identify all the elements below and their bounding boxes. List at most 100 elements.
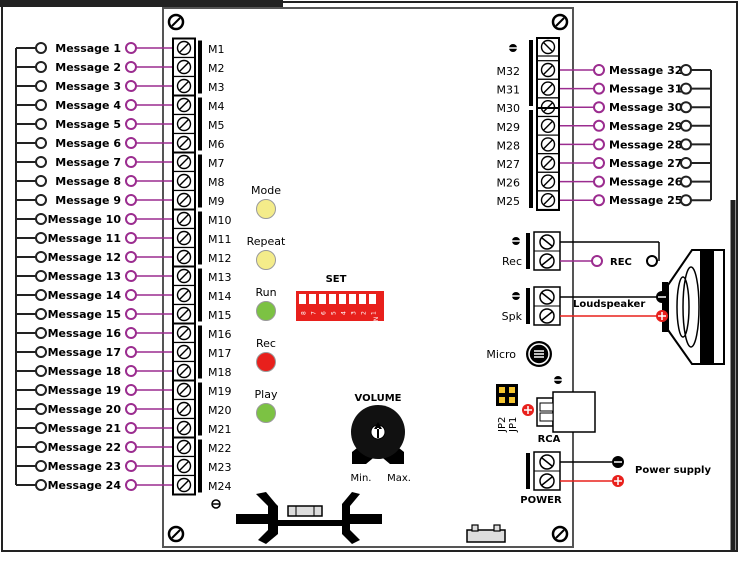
message-label: Message 24 — [48, 479, 122, 492]
output-contact[interactable] — [680, 157, 692, 169]
message-label: Message 31 — [609, 83, 682, 96]
message-contact[interactable] — [125, 99, 137, 111]
message-contact[interactable] — [125, 232, 137, 244]
output-contact[interactable] — [680, 101, 692, 114]
message-contact[interactable] — [593, 101, 605, 114]
input-contact[interactable] — [35, 289, 47, 301]
message-contact[interactable] — [125, 289, 137, 301]
input-contact[interactable] — [35, 422, 47, 434]
indicator-lamp — [256, 199, 276, 219]
dip-lever[interactable] — [369, 294, 376, 304]
output-contact[interactable] — [680, 194, 692, 207]
terminal-label: M5 — [208, 119, 225, 132]
terminal-label: M18 — [208, 366, 232, 379]
message-contact[interactable] — [125, 251, 137, 263]
message-contact[interactable] — [125, 42, 137, 54]
message-contact[interactable] — [593, 119, 605, 132]
indicator-led: Repeat — [247, 235, 286, 270]
message-contact[interactable] — [593, 157, 605, 169]
terminal-label: M24 — [208, 480, 232, 493]
input-contact[interactable] — [35, 232, 47, 244]
input-contact[interactable] — [35, 251, 47, 263]
input-contact[interactable] — [35, 365, 47, 377]
message-contact[interactable] — [125, 479, 137, 491]
indicator-label: Rec — [256, 337, 276, 350]
dip-lever[interactable] — [299, 294, 306, 304]
jp1-label: JP1 — [508, 417, 519, 433]
message-contact[interactable] — [125, 441, 137, 453]
message-contact[interactable] — [125, 460, 137, 472]
message-contact[interactable] — [125, 118, 137, 130]
message-contact[interactable] — [125, 194, 137, 206]
dip-on-label: ON — [373, 317, 380, 326]
message-contact[interactable] — [125, 80, 137, 92]
message-contact[interactable] — [593, 138, 605, 151]
input-contact[interactable] — [35, 327, 47, 339]
message-label: Message 9 — [55, 194, 121, 207]
input-contact[interactable] — [35, 441, 47, 453]
outer-frame — [1, 1, 738, 552]
input-contact[interactable] — [35, 80, 47, 92]
jumpers[interactable]: JP2 JP1 — [496, 384, 519, 433]
message-contact[interactable] — [125, 270, 137, 282]
message-contact[interactable] — [125, 137, 137, 149]
message-contact[interactable] — [125, 327, 137, 339]
input-contact[interactable] — [35, 137, 47, 149]
input-contact[interactable] — [35, 118, 47, 130]
message-contact[interactable] — [593, 82, 605, 95]
left-message-row: Message 5 — [16, 118, 173, 131]
input-contact[interactable] — [35, 175, 47, 187]
output-contact[interactable] — [680, 138, 692, 151]
dip-lever[interactable] — [329, 294, 336, 304]
message-contact[interactable] — [125, 213, 137, 225]
screw-slot — [179, 195, 189, 205]
message-label: Message 18 — [48, 365, 121, 378]
dip-lever[interactable] — [359, 294, 366, 304]
message-contact[interactable] — [593, 175, 605, 188]
input-contact[interactable] — [35, 194, 47, 206]
input-contact[interactable] — [35, 213, 47, 225]
message-contact[interactable] — [125, 422, 137, 434]
input-contact[interactable] — [35, 479, 47, 491]
message-contact[interactable] — [125, 346, 137, 358]
input-contact[interactable] — [35, 156, 47, 168]
dip-lever[interactable] — [319, 294, 326, 304]
message-label: Message 14 — [48, 289, 122, 302]
input-contact[interactable] — [35, 42, 47, 54]
terminal-block-bar — [198, 268, 202, 322]
message-contact[interactable] — [125, 403, 137, 415]
message-label: Message 15 — [48, 308, 121, 321]
message-contact[interactable] — [125, 156, 137, 168]
message-contact[interactable] — [125, 365, 137, 377]
dip-lever[interactable] — [339, 294, 346, 304]
input-contact[interactable] — [35, 61, 47, 73]
right-message-row: Message 25 — [559, 194, 711, 207]
message-contact[interactable] — [125, 175, 137, 187]
input-contact[interactable] — [35, 346, 47, 358]
message-contact[interactable] — [593, 64, 605, 76]
terminal-label: M6 — [208, 138, 225, 151]
message-contact[interactable] — [593, 194, 605, 207]
output-contact[interactable] — [680, 64, 692, 76]
output-contact[interactable] — [680, 82, 692, 95]
terminal-label: M4 — [208, 100, 225, 113]
volume-control[interactable]: VOLUME Min. Max. — [351, 393, 411, 484]
indicator-led: Run — [255, 286, 277, 321]
dip-lever[interactable] — [349, 294, 356, 304]
input-contact[interactable] — [35, 308, 47, 320]
input-contact[interactable] — [35, 270, 47, 282]
message-contact[interactable] — [125, 308, 137, 320]
message-contact[interactable] — [125, 61, 137, 73]
output-contact[interactable] — [680, 175, 692, 188]
input-contact[interactable] — [35, 99, 47, 111]
terminal-block — [172, 436, 196, 496]
output-contact[interactable] — [680, 119, 692, 132]
message-contact[interactable] — [125, 384, 137, 396]
input-contact[interactable] — [35, 403, 47, 415]
input-contact[interactable] — [35, 460, 47, 472]
terminal-block-bar — [198, 154, 202, 208]
dip-lever[interactable] — [309, 294, 316, 304]
input-contact[interactable] — [35, 384, 47, 396]
